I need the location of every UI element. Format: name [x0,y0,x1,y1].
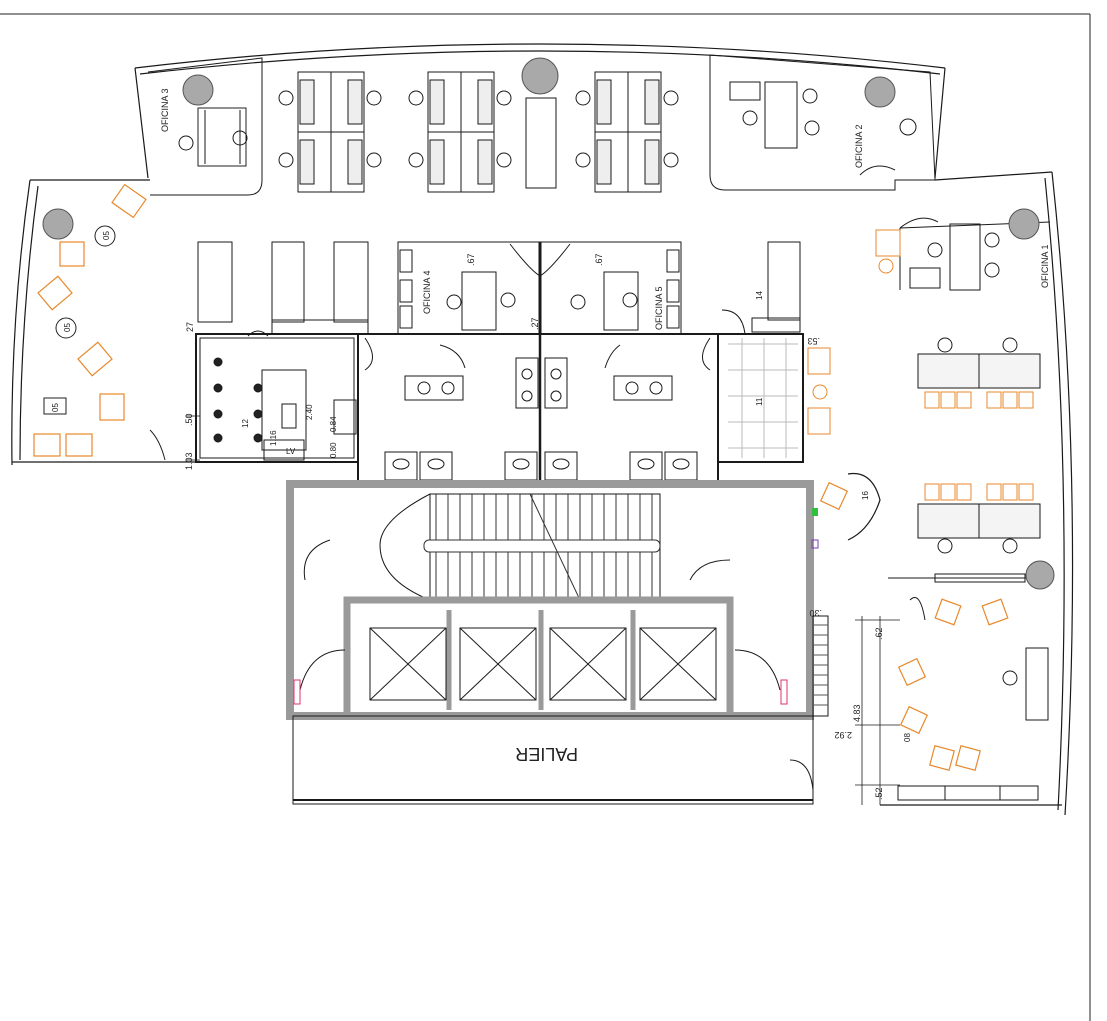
dim-103: 1.03 [184,452,194,470]
right-workstations [888,337,1055,590]
tag-05-b: 05 [63,323,72,332]
tag-08: 08 [903,733,912,742]
label-oficina-2: OFICINA 2 [854,124,864,168]
dim-67b: .67 [594,253,604,266]
dim-483: 4.83 [852,704,862,722]
dim-27a: 27 [185,322,195,332]
dim-292: 2.92 [834,730,852,740]
dim-084: 0.84 [329,416,338,432]
label-oficina-3: OFICINA 3 [160,88,170,132]
right-lounge [819,472,1009,771]
dim-30: .30 [809,608,822,618]
tag-12: 12 [241,419,250,428]
dim-67a: .67 [466,253,476,266]
tag-05-c: 05 [51,403,60,412]
tag-16: 16 [861,491,870,500]
storage-columns [197,241,801,335]
oficina-3-room [147,57,263,196]
label-oficina-5: OFICINA 5 [654,286,664,330]
dim-53: .53 [807,336,820,346]
dim-116: 1.16 [269,430,278,446]
oficina-1-room [875,208,1051,291]
kitchen [195,330,359,463]
tiled-room [717,309,831,463]
dim-240: 2.40 [305,404,314,420]
building-envelope [11,43,1074,816]
dim-080: 0.80 [329,442,338,458]
markers [293,508,819,705]
tag-05-a: 05 [102,231,111,240]
right-desk [897,597,1049,801]
label-lv: LV [286,447,296,456]
dim-50: .50 [184,413,194,426]
workstation-cluster-3 [575,71,679,193]
label-oficina-4: OFICINA 4 [422,270,432,314]
tag-11: 11 [755,397,764,406]
oficina-4-5-block [397,241,682,335]
dimension-lines [186,415,900,805]
oficina-2-room [709,54,936,191]
central-column-block [521,57,559,189]
palier-area [292,615,829,805]
workstation-cluster-2 [408,71,512,193]
workstation-cluster-1 [278,71,382,193]
label-palier: PALIER [515,744,578,764]
dim-27b: .27 [530,317,540,330]
tag-14: 14 [755,291,764,300]
left-lounge [33,183,166,461]
label-oficina-1: OFICINA 1 [1040,244,1050,288]
dim-62: .62 [874,627,884,640]
dim-52: .52 [874,787,884,800]
